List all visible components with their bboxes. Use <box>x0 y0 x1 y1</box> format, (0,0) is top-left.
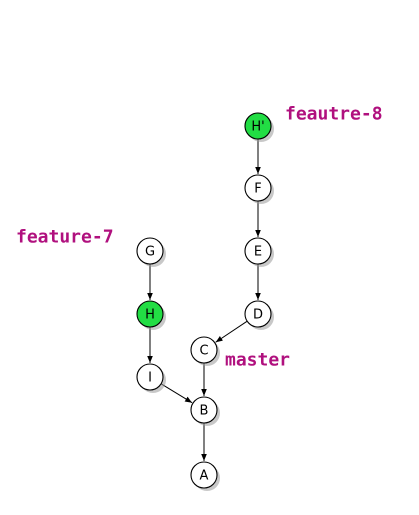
commit-label: H <box>145 308 155 323</box>
commit-label: G <box>145 245 155 260</box>
commit-label: A <box>200 469 209 484</box>
commit-node-circle <box>244 112 272 140</box>
branch-label-feature-7: feature-7 <box>16 227 114 248</box>
commit-node-a: A <box>190 461 220 491</box>
edge-i-to-b <box>160 383 193 404</box>
commit-node-circle <box>190 336 218 364</box>
nodes-layer: H' F E D C G H I B A <box>136 112 274 491</box>
labels-layer: feautre-8 feature-7 master <box>16 104 383 371</box>
branch-label-feautre-8: feautre-8 <box>285 104 383 125</box>
commit-label: B <box>200 404 209 419</box>
commit-node-g: G <box>136 237 166 267</box>
commit-node-circle <box>136 237 164 265</box>
commit-label: I <box>148 371 152 386</box>
commit-node-f: F <box>244 174 274 204</box>
commit-node-circle <box>190 461 218 489</box>
commit-node-circle <box>190 396 218 424</box>
commit-node-b: B <box>190 396 220 426</box>
commit-node-e: E <box>244 237 274 267</box>
commit-label: C <box>199 344 208 359</box>
commit-node-c: C <box>190 336 220 366</box>
commit-node-d: D <box>244 300 274 330</box>
commit-node-circle <box>244 300 272 328</box>
commit-label: F <box>254 182 261 197</box>
commit-label: E <box>254 245 262 260</box>
commit-label: H' <box>251 120 264 135</box>
commit-node-h: H <box>136 300 166 330</box>
commit-label: D <box>253 308 263 323</box>
commit-node-circle <box>136 300 164 328</box>
commit-node-circle <box>244 174 272 202</box>
branch-label-master: master <box>225 350 290 371</box>
commit-node-i: I <box>136 363 166 393</box>
commit-node-circle <box>136 363 164 391</box>
commit-node-h_prime: H' <box>244 112 274 142</box>
commit-node-circle <box>244 237 272 265</box>
edges-layer <box>147 139 261 461</box>
edge-d-to-c <box>215 320 248 343</box>
